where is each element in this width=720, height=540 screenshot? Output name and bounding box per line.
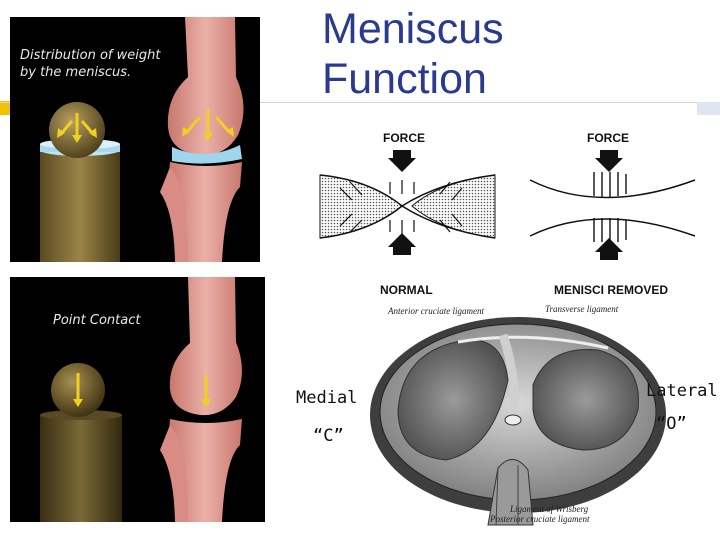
menisci-removed-caption: MENISCI REMOVED — [554, 283, 668, 297]
title-line-1: Meniscus — [322, 5, 504, 53]
slide-title: Meniscus Function — [322, 4, 504, 104]
point-contact-illustration — [40, 277, 242, 522]
point-contact-caption: Point Contact — [53, 313, 141, 328]
posterior-ligament-label: Posterior cruciate ligament — [490, 514, 590, 524]
force-distribution-diagram: FORCE FORCE NORMAL MENISCI REMOVED — [319, 131, 696, 297]
weight-distribution-caption: Distribution of weight by the meniscus. — [20, 47, 160, 81]
point-contact-panel: Point Contact — [10, 277, 265, 522]
anterior-ligament-label: Anterior cruciate ligament — [388, 306, 484, 316]
force-arrow-icon — [388, 150, 416, 172]
title-rule — [0, 102, 720, 103]
force-arrow-icon — [595, 150, 623, 172]
medial-shape-label: “C” — [313, 426, 344, 446]
caption-line-1: Distribution of weight — [20, 48, 161, 63]
force-arrow-icon — [388, 233, 416, 255]
title-rule-end — [697, 102, 720, 115]
normal-caption: NORMAL — [380, 283, 433, 297]
medial-label: Medial — [296, 388, 358, 408]
lateral-label: Lateral — [646, 381, 718, 401]
left-force-label: FORCE — [383, 131, 425, 145]
force-arrow-icon — [595, 238, 623, 260]
weight-distribution-illustration — [40, 17, 244, 262]
title-line-2: Function — [322, 55, 487, 103]
transverse-ligament-label: Transverse ligament — [545, 304, 619, 314]
weight-distribution-panel: Distribution of weight by the meniscus. — [10, 17, 260, 262]
meniscus-anatomy-figure — [370, 317, 666, 526]
accent-bar — [0, 101, 10, 115]
caption-line-2: by the meniscus. — [20, 65, 132, 80]
wrisberg-ligament-label: Ligament of Wrisberg — [510, 504, 589, 514]
right-force-label: FORCE — [587, 131, 629, 145]
lateral-shape-label: “O” — [656, 414, 687, 434]
